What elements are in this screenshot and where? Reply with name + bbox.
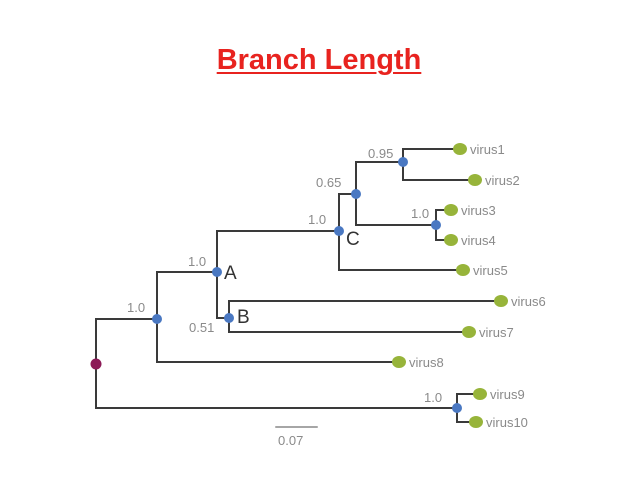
support-B: 0.51 (189, 320, 214, 335)
tip-label-virus10: virus10 (486, 415, 528, 430)
slide-title: Branch Length (216, 44, 422, 76)
top-node (152, 314, 162, 324)
tip-virus2 (468, 174, 482, 186)
tip-label-virus7: virus7 (479, 325, 514, 340)
tip-virus9 (473, 388, 487, 400)
tip-virus7 (462, 326, 476, 338)
tip-label-virus1: virus1 (470, 142, 505, 157)
tip-label-virus4: virus4 (461, 233, 496, 248)
support-065: 0.65 (316, 175, 341, 190)
tip-virus6 (494, 295, 508, 307)
root-node (90, 358, 102, 370)
tip-virus4 (444, 234, 458, 246)
node-label-C: C (346, 229, 360, 250)
scale-bar-label: 0.07 (278, 433, 303, 448)
tip-label-virus2: virus2 (485, 173, 520, 188)
support-095: 0.95 (368, 146, 393, 161)
node-B (224, 313, 234, 323)
node-label-B: B (237, 307, 250, 328)
node-095 (398, 157, 408, 167)
tip-virus8 (392, 356, 406, 368)
node-C (334, 226, 344, 236)
tip-virus5 (456, 264, 470, 276)
support-virus9-10: 1.0 (424, 390, 442, 405)
tip-virus10 (469, 416, 483, 428)
node-065 (351, 189, 361, 199)
support-virus3-4: 1.0 (411, 206, 429, 221)
tip-label-virus5: virus5 (473, 263, 508, 278)
support-A: 1.0 (188, 254, 206, 269)
support-top: 1.0 (127, 300, 145, 315)
tip-label-virus9: virus9 (490, 387, 525, 402)
tip-virus1 (453, 143, 467, 155)
support-C: 1.0 (308, 212, 326, 227)
tip-virus3 (444, 204, 458, 216)
node-label-A: A (224, 263, 237, 284)
tip-label-virus6: virus6 (511, 294, 546, 309)
tip-label-virus3: virus3 (461, 203, 496, 218)
node-virus9-10 (452, 403, 462, 413)
node-virus3-4 (431, 220, 441, 230)
node-A (212, 267, 222, 277)
tip-label-virus8: virus8 (409, 355, 444, 370)
